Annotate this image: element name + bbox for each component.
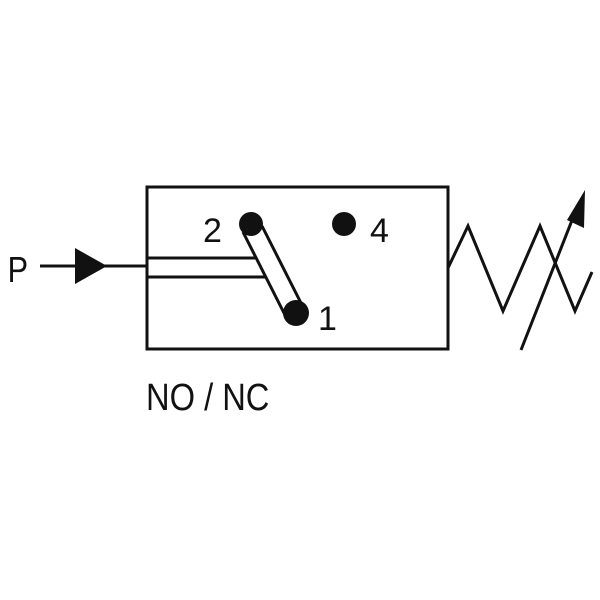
switch-type-caption: NO / NC	[146, 376, 269, 419]
adjustable-arrow-line	[519, 204, 580, 351]
spring-icon	[446, 222, 594, 315]
adjustable-arrow-head-icon	[567, 190, 585, 228]
port-2-label: 2	[203, 212, 222, 250]
contact-1	[283, 300, 309, 326]
contact-2	[239, 212, 263, 236]
pressure-port-label: P	[8, 251, 28, 291]
lever-edge-right	[260, 225, 304, 306]
contact-4	[332, 212, 356, 236]
flow-arrow-icon	[75, 248, 107, 284]
port-4-label: 4	[370, 212, 389, 250]
lever-edge-left	[241, 231, 287, 316]
port-1-label: 1	[318, 300, 337, 338]
